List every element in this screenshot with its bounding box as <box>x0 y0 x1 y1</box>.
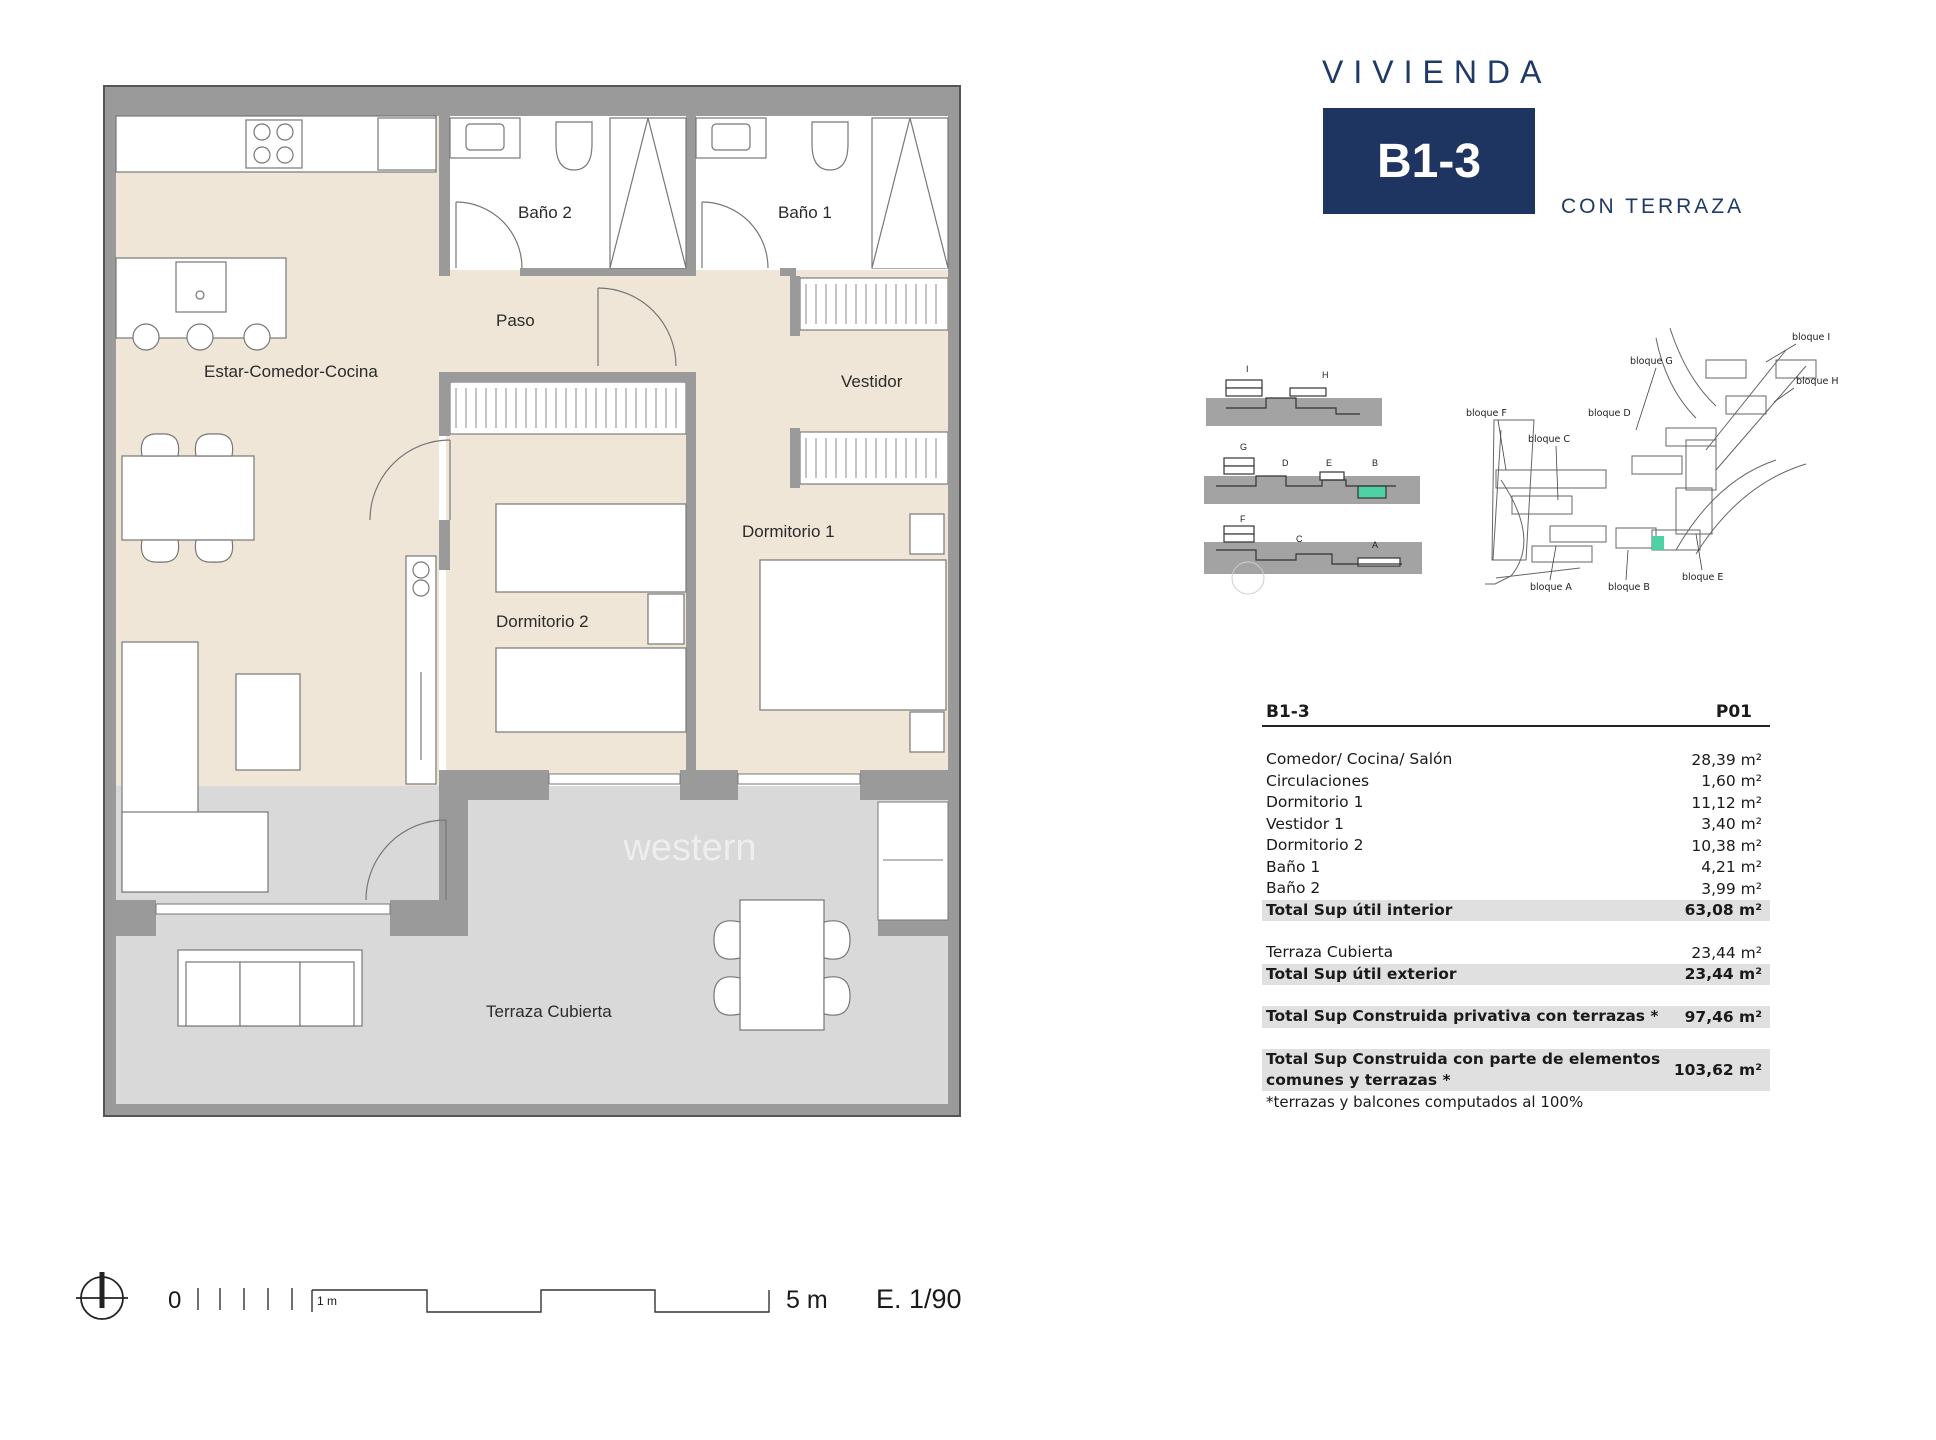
key-plan: I H G D E B F C A <box>1204 327 1839 595</box>
scale-one-m: 1 m <box>317 1294 337 1308</box>
unit-highlight-marker <box>1652 536 1664 550</box>
row-value: 28,39 m² <box>1691 750 1762 769</box>
table-row: Dormitorio 1 11,12 m² <box>1262 792 1770 814</box>
svg-text:bloque D: bloque D <box>1588 408 1631 419</box>
label-dormitorio2: Dormitorio 2 <box>496 612 589 631</box>
kitchen-fixtures <box>115 115 437 893</box>
interior-rows: Comedor/ Cocina/ Salón 28,39 m² Circulacio… <box>1262 749 1770 900</box>
svg-text:bloque C: bloque C <box>1528 434 1570 445</box>
scale-ratio: E. 1/90 <box>876 1284 962 1314</box>
terraza-row: Terraza Cubierta 23,44 m² <box>1266 943 1762 962</box>
north-arrow-icon <box>76 1272 128 1320</box>
unit-subtitle: CON TERRAZA <box>1561 195 1745 218</box>
dorm2-wardrobe <box>449 381 687 435</box>
label-terraza: Terraza Cubierta <box>486 1002 612 1021</box>
label-estar: Estar-Comedor-Cocina <box>204 362 378 381</box>
table-footnote: *terrazas y balcones computados al 100% <box>1266 1092 1584 1111</box>
table-header: B1-3 P01 <box>1262 702 1770 727</box>
bed-furniture <box>495 503 947 753</box>
svg-text:bloque G: bloque G <box>1630 356 1673 367</box>
wardrobe-hatching <box>455 284 937 478</box>
vestidor-rail-top <box>799 277 949 331</box>
row-value: 10,38 m² <box>1691 836 1762 855</box>
site-plan <box>1485 327 1817 585</box>
table-row: Vestidor 1 3,40 m² <box>1262 814 1770 836</box>
svg-text:A: A <box>1372 540 1378 550</box>
row-value: 11,12 m² <box>1691 793 1762 812</box>
floor-plan: western Estar-Comedor-Cocina Baño 2 Baño… <box>76 85 962 1320</box>
svg-text:bloque E: bloque E <box>1682 572 1723 583</box>
svg-text:C: C <box>1296 534 1303 544</box>
total-exterior-row: Total Sup útil exterior 23,44 m² <box>1262 963 1770 985</box>
terrace-upper <box>468 806 958 936</box>
row-value: 3,99 m² <box>1701 879 1762 898</box>
table-row: Baño 2 3,99 m² <box>1262 878 1770 900</box>
row-value: 3,40 m² <box>1701 815 1762 834</box>
table-row: Baño 1 4,21 m² <box>1262 857 1770 879</box>
svg-text:E: E <box>1326 458 1332 468</box>
vestidor-rail-bottom <box>799 431 949 485</box>
row-label: Baño 2 <box>1266 879 1321 898</box>
total-privativa-row: Total Sup Construida privativa con terra… <box>1262 1006 1770 1028</box>
row-label: Dormitorio 1 <box>1266 793 1364 812</box>
row-value: 4,21 m² <box>1701 858 1762 877</box>
svg-text:bloque B: bloque B <box>1608 582 1650 593</box>
terrace-furniture <box>177 899 851 1031</box>
svg-text:B: B <box>1372 458 1378 468</box>
svg-text:D: D <box>1282 458 1289 468</box>
section-row-1: I H <box>1206 364 1382 426</box>
row-value: 1,60 m² <box>1701 772 1762 791</box>
watermark: western <box>622 827 756 869</box>
table-row: Dormitorio 2 10,38 m² <box>1262 835 1770 857</box>
row-label: Circulaciones <box>1266 771 1370 790</box>
section-row-3: F C A <box>1204 514 1422 574</box>
svg-text:bloque H: bloque H <box>1796 376 1839 387</box>
scale-bar <box>197 1288 770 1313</box>
row-label: Dormitorio 2 <box>1266 836 1364 855</box>
scale-zero: 0 <box>168 1287 181 1314</box>
page-title: VIVIENDA <box>1322 54 1552 90</box>
total-comunes-row: Total Sup Construida con parte de elemen… <box>1262 1048 1770 1091</box>
row-label: Baño 1 <box>1266 857 1321 876</box>
row-label: Comedor/ Cocina/ Salón <box>1266 750 1453 769</box>
site-block-labels: bloque I bloque H bloque G bloque F bloq… <box>1466 332 1839 593</box>
table-row: Circulaciones 1,60 m² <box>1262 771 1770 793</box>
svg-text:bloque I: bloque I <box>1792 332 1830 343</box>
table-header-unit: B1-3 <box>1266 702 1310 722</box>
row-label: Vestidor 1 <box>1266 814 1344 833</box>
windows <box>155 773 949 921</box>
svg-text:G: G <box>1240 442 1247 452</box>
total-interior-row: Total Sup útil interior 63,08 m² <box>1262 899 1770 921</box>
label-paso: Paso <box>496 311 535 330</box>
svg-text:I: I <box>1246 364 1249 374</box>
svg-text:bloque A: bloque A <box>1530 582 1572 593</box>
label-vestidor: Vestidor <box>841 372 903 391</box>
bathroom-fixtures <box>449 117 949 269</box>
svg-text:F: F <box>1240 514 1246 524</box>
section-row-2: G D E B <box>1204 442 1420 504</box>
walls <box>104 86 960 1116</box>
doors <box>365 201 769 901</box>
table-header-floor: P01 <box>1715 702 1752 722</box>
label-bano1: Baño 1 <box>778 203 832 222</box>
label-dormitorio1: Dormitorio 1 <box>742 522 835 541</box>
table-row: Comedor/ Cocina/ Salón 28,39 m² <box>1262 749 1770 771</box>
svg-text:bloque F: bloque F <box>1466 408 1507 419</box>
svg-text:H: H <box>1322 370 1329 380</box>
scale-five-m: 5 m <box>786 1286 828 1314</box>
label-bano2: Baño 2 <box>518 203 572 222</box>
unit-code-badge: B1-3 <box>1323 108 1535 214</box>
